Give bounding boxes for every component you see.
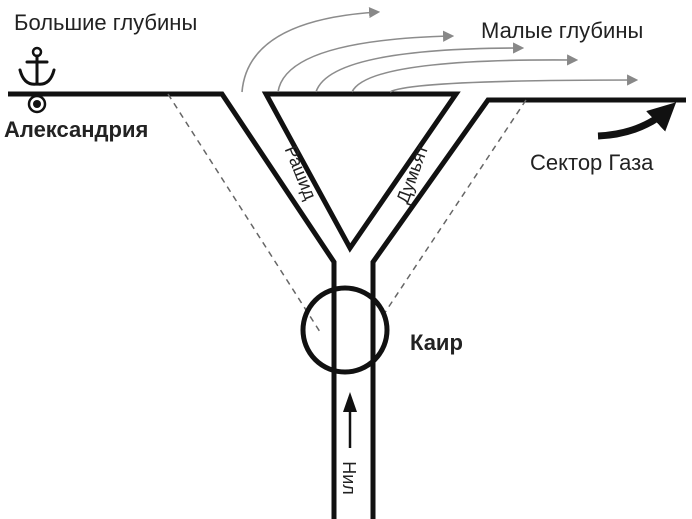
dashed-boundary-west <box>167 93 323 336</box>
alexandria-label: Александрия <box>4 117 148 142</box>
coastline-west-rosetta-bank <box>8 91 337 519</box>
anchor-icon <box>18 46 56 86</box>
current-arrow-3 <box>315 42 525 93</box>
current-arrow-1 <box>241 6 381 93</box>
delta-inner-triangle <box>261 91 461 253</box>
current-arrows <box>241 6 639 93</box>
current-arrow-2 <box>277 30 455 93</box>
nile-label: Нил <box>339 461 359 495</box>
gaza-arrow <box>597 102 677 140</box>
dashed-boundaries <box>167 93 527 336</box>
current-arrow-5 <box>389 74 639 93</box>
gaza-sector-label: Сектор Газа <box>530 150 654 175</box>
dashed-boundary-east <box>379 99 527 321</box>
nile-delta-outline <box>8 91 686 519</box>
current-arrow-4 <box>351 54 579 93</box>
city-marker-icon <box>27 94 47 114</box>
deep-water-label: Большие глубины <box>14 10 197 35</box>
shallow-water-label: Малые глубины <box>481 18 643 43</box>
cairo-label: Каир <box>410 330 463 355</box>
nile-flow-arrow <box>343 392 357 448</box>
cairo-circle <box>300 285 390 375</box>
coastline-east-damietta-bank <box>370 97 686 519</box>
